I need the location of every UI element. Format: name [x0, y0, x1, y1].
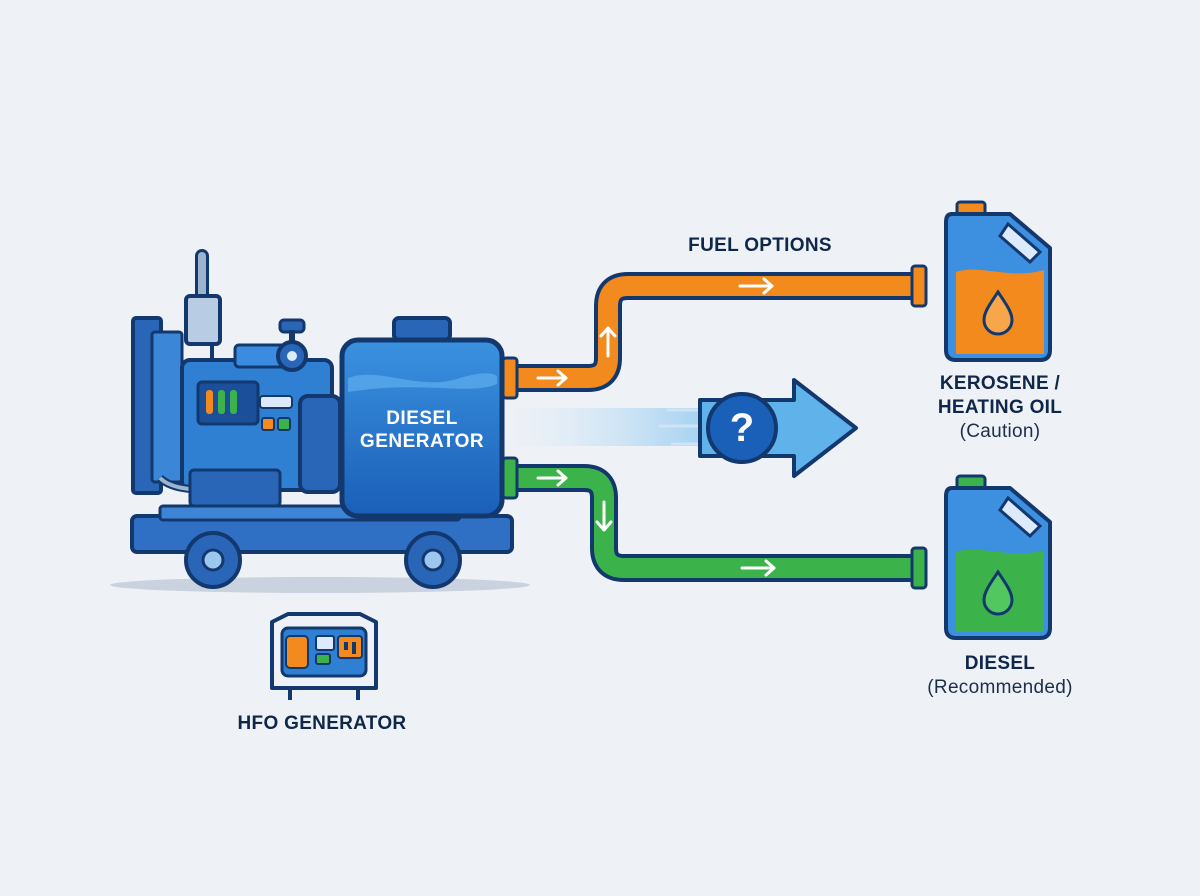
diesel-jug	[944, 474, 1052, 640]
flow-arrow-down	[595, 500, 613, 532]
question-mark: ?	[729, 406, 755, 450]
ground-shadow	[110, 577, 530, 593]
kerosene-jug	[944, 200, 1052, 362]
orange-fuel-pipe	[501, 264, 928, 400]
green-fuel-pipe	[501, 456, 928, 590]
diesel-generator-tank	[339, 316, 505, 519]
kerosene-caution-note: (Caution)	[959, 420, 1041, 442]
diesel-recommended-note: (Recommended)	[927, 676, 1073, 698]
flow-arrow-right	[738, 277, 774, 295]
kerosene-label-line2: HEATING OIL	[937, 396, 1063, 418]
trailer-wheel-right	[404, 531, 462, 589]
diesel-label: DIESEL (Recommended)	[900, 652, 1100, 700]
engine-block	[131, 249, 342, 508]
oil-drop-icon	[982, 569, 1014, 616]
question-badge	[706, 392, 778, 464]
diesel-generator-label-line1: DIESEL	[386, 408, 458, 429]
flow-arrow-right	[536, 469, 568, 487]
diesel-label-name: DIESEL	[964, 653, 1036, 674]
decision-arrow	[510, 378, 858, 478]
kerosene-label: KEROSENE / HEATING OIL (Caution)	[910, 372, 1090, 443]
trailer-wheel-left	[184, 531, 242, 589]
fuel-options-title: FUEL OPTIONS	[688, 235, 832, 256]
hfo-generator-icon	[270, 612, 378, 700]
kerosene-label-line1: KEROSENE /	[939, 373, 1061, 394]
flow-arrow-right	[536, 369, 568, 387]
oil-drop-icon	[982, 289, 1014, 336]
flow-arrow-up	[599, 326, 617, 358]
diesel-generator-label-line2: GENERATOR	[359, 430, 485, 452]
hfo-generator-label: HFO GENERATOR	[237, 713, 407, 734]
diesel-generator-label: DIESEL GENERATOR	[342, 408, 502, 454]
flow-arrow-right	[740, 559, 776, 577]
